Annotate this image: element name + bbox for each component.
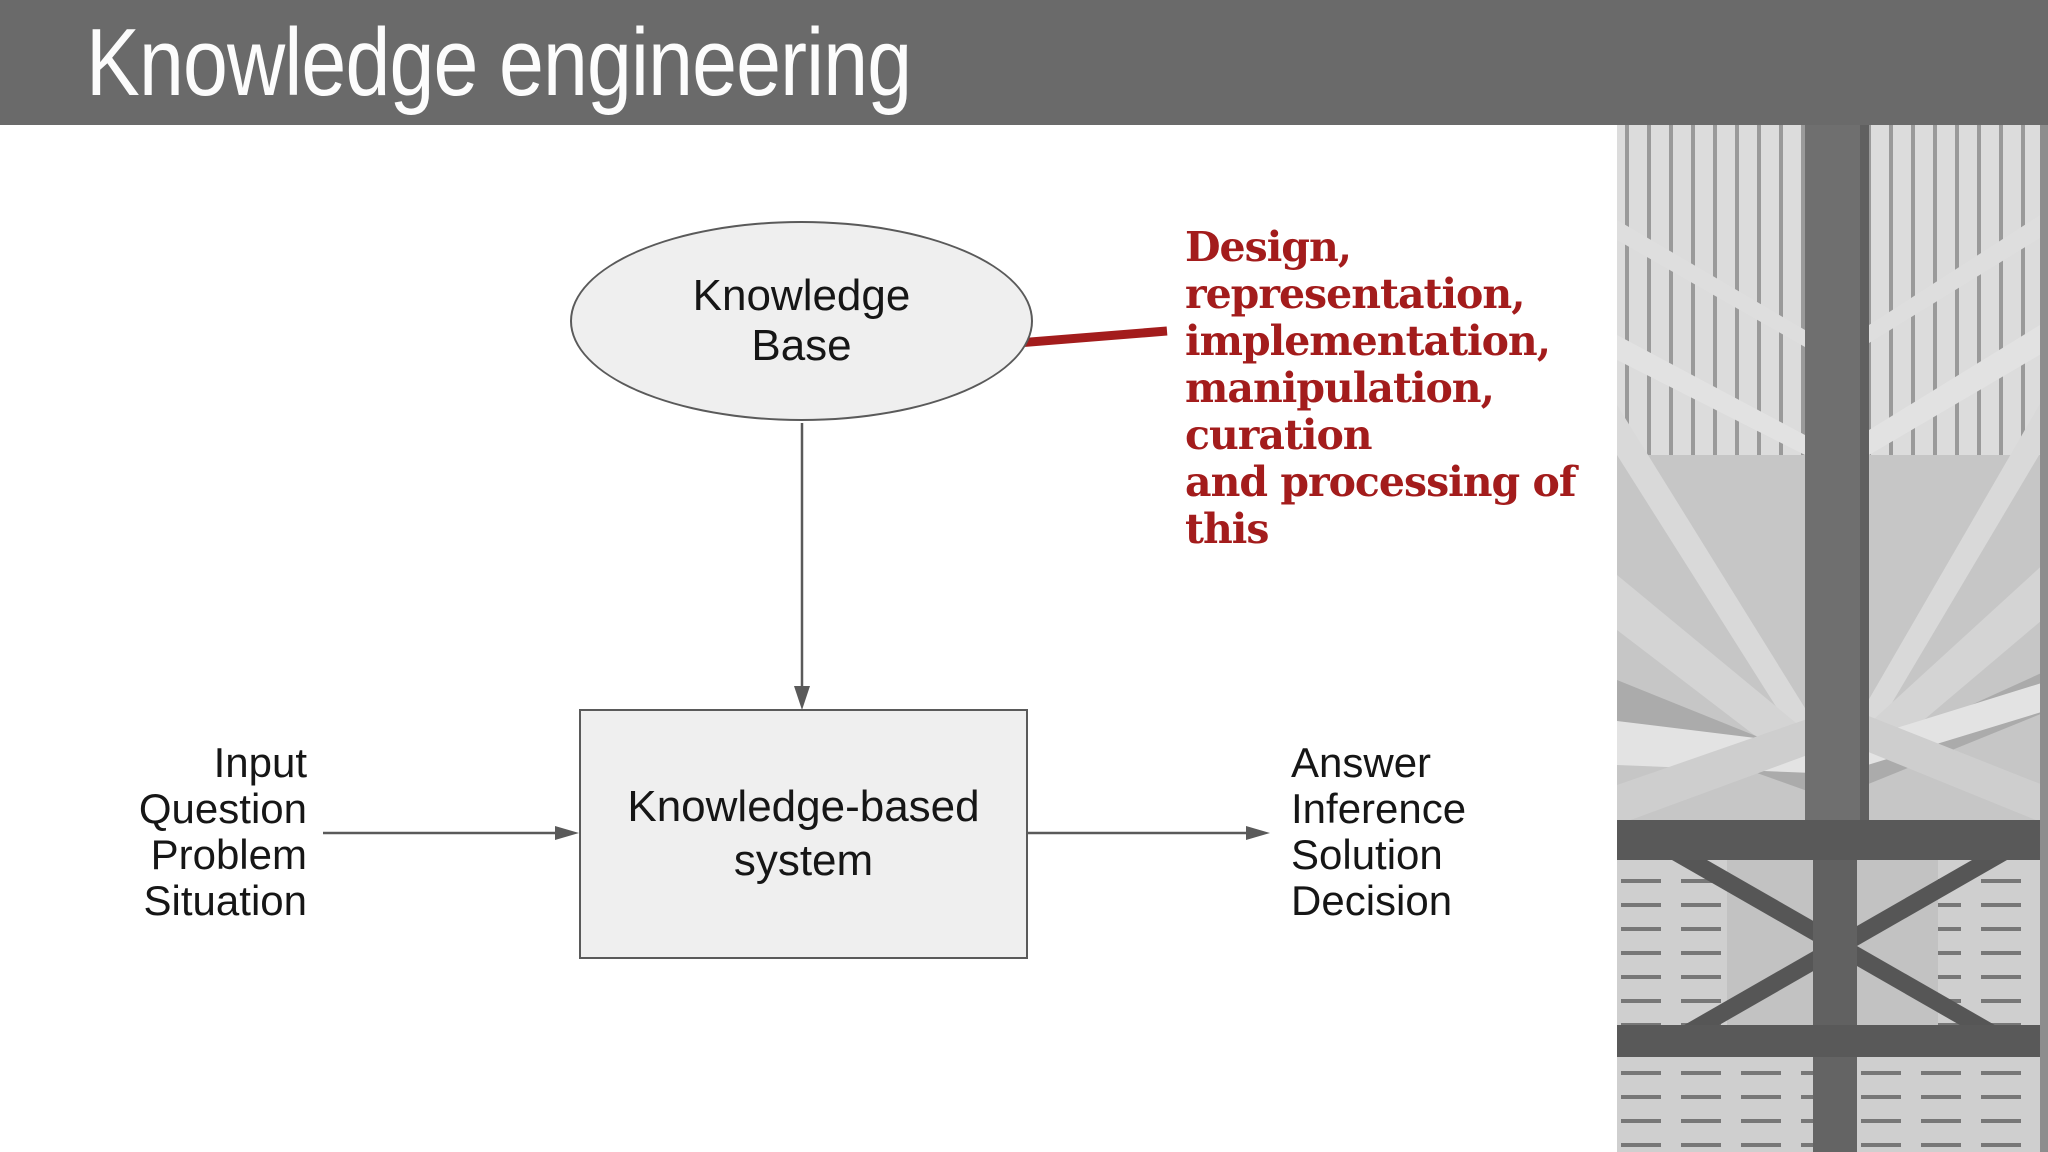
- output-labels: Answer Inference Solution Decision: [1291, 740, 1591, 924]
- arrow-input-to-kbs: [323, 826, 579, 840]
- knowledge-base-label-line2: Base: [751, 321, 852, 370]
- input-label: Question: [138, 785, 307, 832]
- input-label: Situation: [143, 877, 307, 924]
- output-label: Solution: [1291, 831, 1443, 878]
- input-labels: Input Question Problem Situation: [47, 740, 307, 924]
- input-label: Input: [213, 739, 307, 786]
- annotation-line: Design, representation,: [1185, 223, 1525, 318]
- arrow-kb-to-kbs: [794, 423, 810, 710]
- kbs-label-line2: system: [733, 836, 874, 885]
- annotation-line: manipulation, curation: [1185, 364, 1495, 459]
- arrow-kbs-to-output: [1028, 826, 1270, 840]
- knowledge-base-label-line1: Knowledge: [692, 271, 911, 320]
- output-label: Decision: [1291, 877, 1453, 924]
- annotation-text: Design, representation, implementation, …: [1185, 224, 1635, 553]
- kbs-label-line1: Knowledge-based: [627, 782, 980, 831]
- input-label: Problem: [150, 831, 307, 878]
- knowledge-base-node: Knowledge Base: [570, 221, 1033, 421]
- annotation-line: implementation,: [1185, 317, 1551, 365]
- roof-truss-photo: [1617, 125, 2048, 1152]
- slide-title: Knowledge engineering: [86, 8, 912, 116]
- output-label: Answer: [1291, 739, 1432, 786]
- output-label: Inference: [1291, 785, 1467, 832]
- knowledge-based-system-node: Knowledge-based system: [579, 709, 1028, 959]
- annotation-line: and processing of this: [1185, 458, 1576, 553]
- title-bar: Knowledge engineering: [0, 0, 2048, 125]
